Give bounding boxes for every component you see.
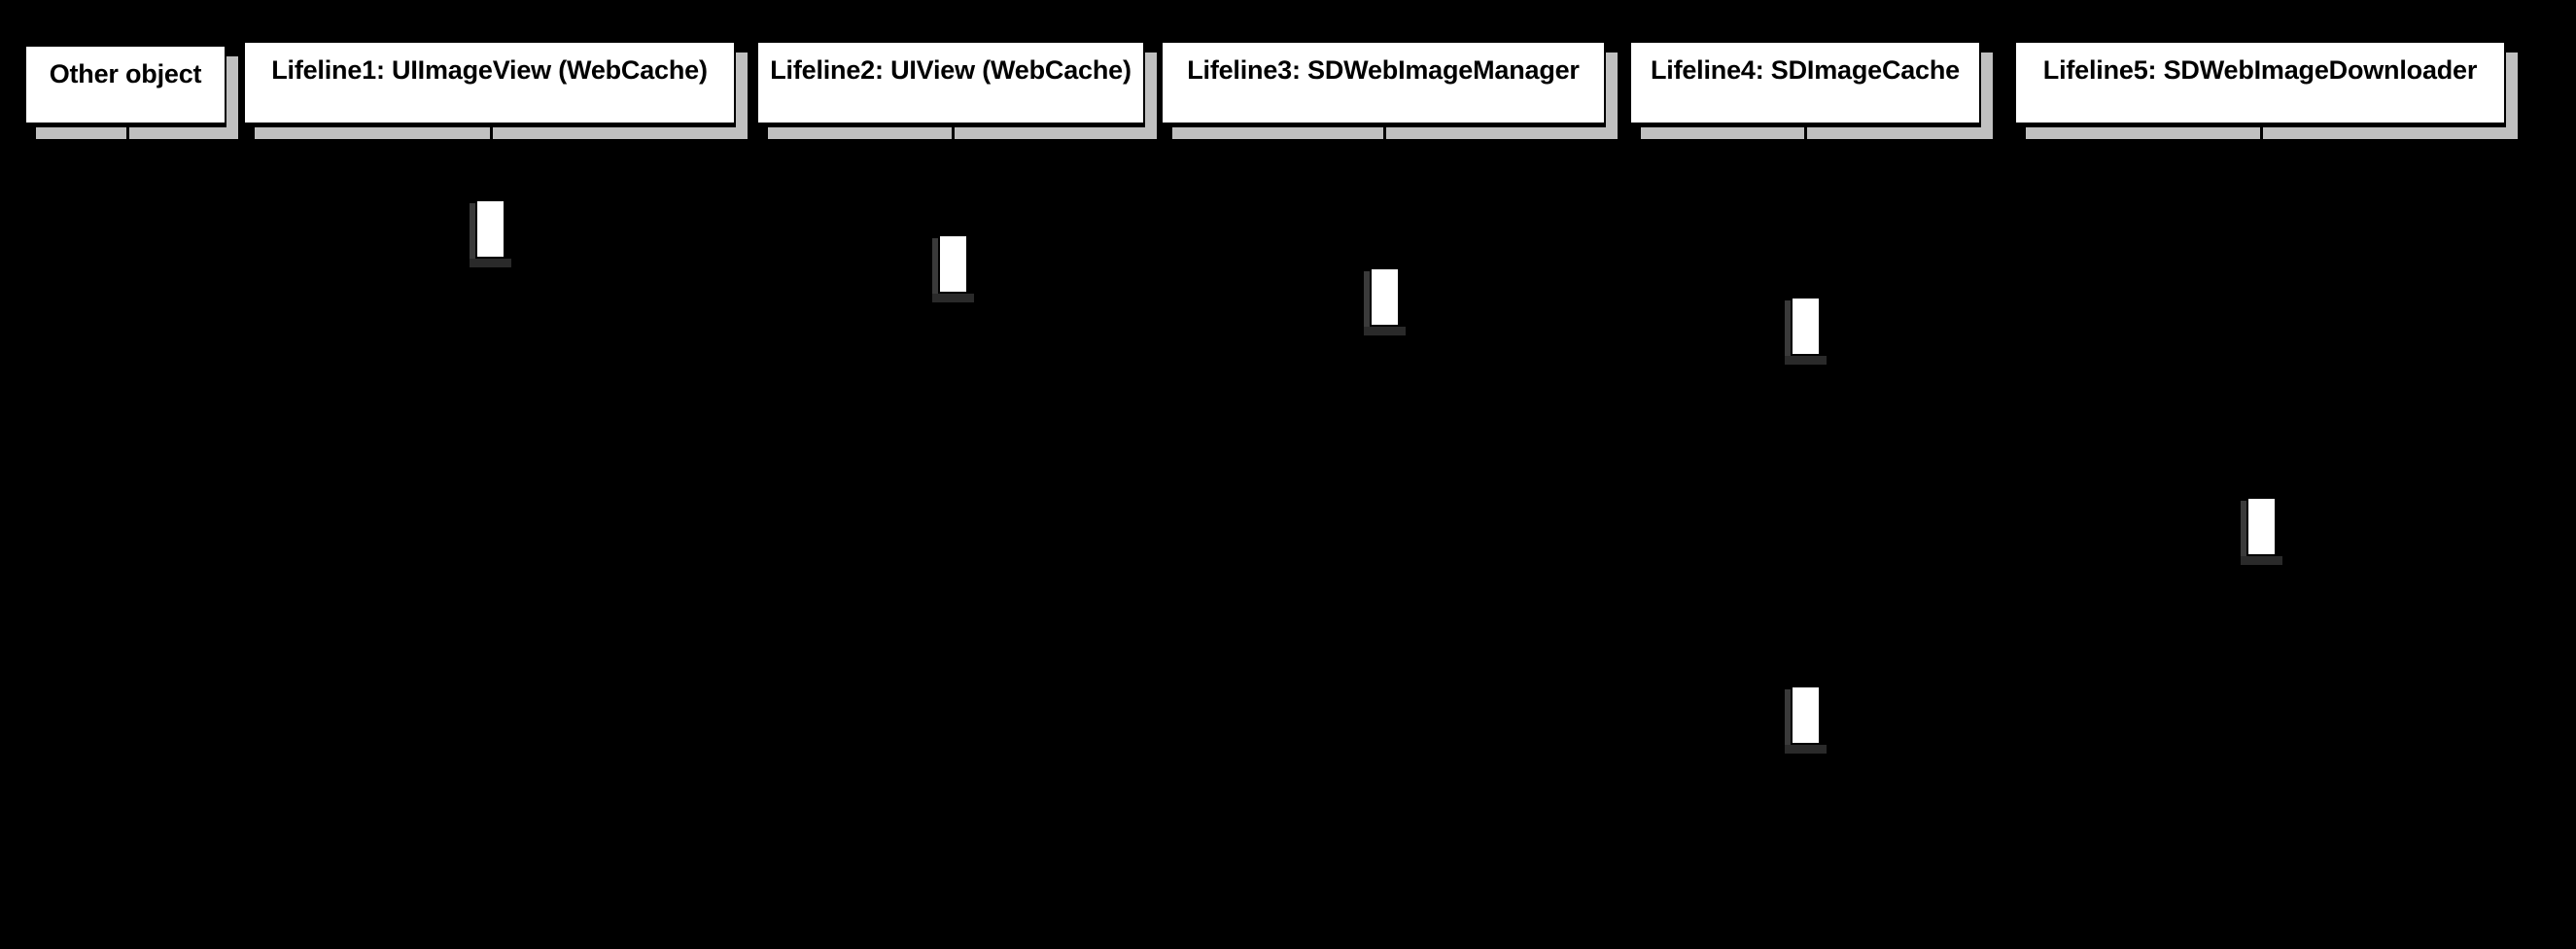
lifeline-tick-lifeline2 xyxy=(952,127,955,139)
activation-2[interactable] xyxy=(938,234,968,294)
lifeline-head-label-lifeline5: Lifeline5: SDWebImageDownloader xyxy=(2042,55,2478,85)
lifeline-head-shadow-bottom-other-object xyxy=(36,127,238,139)
lifeline-head-label-lifeline2: Lifeline2: UIView (WebCache) xyxy=(770,55,1131,85)
lifeline-head-shadow-bottom-lifeline4 xyxy=(1641,127,1993,139)
lifeline-tick-lifeline3 xyxy=(1383,127,1386,139)
lifeline-head-lifeline3[interactable]: Lifeline3: SDWebImageManager xyxy=(1161,41,1606,124)
lifeline-head-lifeline5[interactable]: Lifeline5: SDWebImageDownloader xyxy=(2014,41,2506,124)
activation-shadow-activation-1 xyxy=(470,203,477,263)
lifeline-tick-lifeline4 xyxy=(1804,127,1807,139)
activation-shadow-activation-5 xyxy=(2241,501,2248,560)
activation-shadow-activation-2 xyxy=(932,238,940,298)
lifeline-head-other-object[interactable]: Other object xyxy=(24,45,226,124)
activation-6[interactable] xyxy=(1791,685,1821,745)
activation-1[interactable] xyxy=(475,199,505,259)
lifeline-head-label-lifeline3: Lifeline3: SDWebImageManager xyxy=(1187,55,1580,85)
activation-3[interactable] xyxy=(1370,267,1400,327)
activation-shadow-bottom-activation-1 xyxy=(470,259,511,267)
lifeline-head-shadow-lifeline2 xyxy=(1145,53,1157,139)
lifeline-head-shadow-bottom-lifeline2 xyxy=(768,127,1157,139)
lifeline-head-lifeline1[interactable]: Lifeline1: UIImageView (WebCache) xyxy=(243,41,736,124)
lifeline-head-shadow-lifeline3 xyxy=(1606,53,1618,139)
lifeline-tick-other-object xyxy=(126,127,129,139)
lifeline-head-label-lifeline4: Lifeline4: SDImageCache xyxy=(1650,55,1960,85)
lifeline-stem-other-object xyxy=(126,124,129,949)
lifeline-head-shadow-bottom-lifeline1 xyxy=(255,127,748,139)
lifeline-tick-lifeline5 xyxy=(2260,127,2263,139)
activation-shadow-activation-6 xyxy=(1785,689,1793,749)
lifeline-head-label-lifeline1: Lifeline1: UIImageView (WebCache) xyxy=(271,55,708,85)
lifeline-stem-lifeline1 xyxy=(490,124,493,949)
lifeline-head-lifeline4[interactable]: Lifeline4: SDImageCache xyxy=(1629,41,1981,124)
lifeline-head-shadow-lifeline5 xyxy=(2506,53,2518,139)
lifeline-head-shadow-other-object xyxy=(226,56,238,139)
lifeline-head-shadow-lifeline1 xyxy=(736,53,748,139)
lifeline-head-shadow-lifeline4 xyxy=(1981,53,1993,139)
activation-5[interactable] xyxy=(2246,497,2277,556)
lifeline-head-label-other-object: Other object xyxy=(49,59,202,88)
lifeline-stem-lifeline2 xyxy=(952,124,955,949)
lifeline-stem-lifeline4 xyxy=(1804,124,1807,949)
activation-4[interactable] xyxy=(1791,297,1821,356)
lifeline-stem-lifeline3 xyxy=(1383,124,1386,949)
activation-shadow-bottom-activation-6 xyxy=(1785,745,1827,754)
activation-shadow-bottom-activation-4 xyxy=(1785,356,1827,365)
lifeline-head-shadow-bottom-lifeline5 xyxy=(2026,127,2518,139)
activation-shadow-activation-4 xyxy=(1785,300,1793,360)
activation-shadow-bottom-activation-3 xyxy=(1364,327,1406,335)
lifeline-tick-lifeline1 xyxy=(490,127,493,139)
activation-shadow-bottom-activation-2 xyxy=(932,294,974,302)
lifeline-head-lifeline2[interactable]: Lifeline2: UIView (WebCache) xyxy=(756,41,1145,124)
activation-shadow-activation-3 xyxy=(1364,271,1372,331)
activation-shadow-bottom-activation-5 xyxy=(2241,556,2282,565)
lifeline-head-shadow-bottom-lifeline3 xyxy=(1172,127,1618,139)
